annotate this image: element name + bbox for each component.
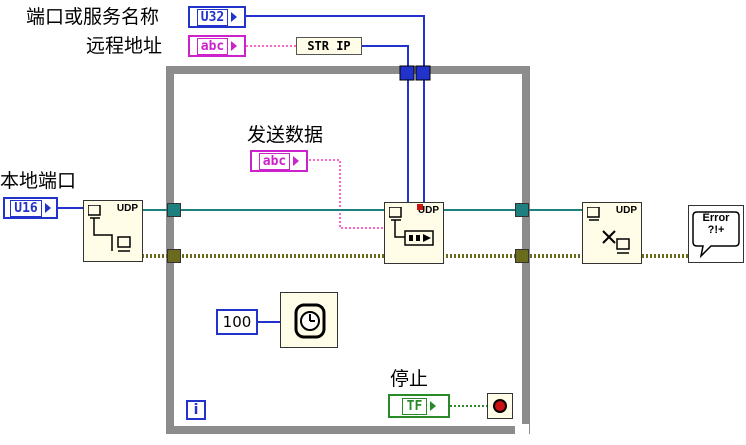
loop-tunnel-ref-in <box>167 203 181 217</box>
while-loop-frame <box>166 66 530 434</box>
terminal-arrow-icon <box>231 41 238 51</box>
terminal-arrow-icon <box>293 156 300 166</box>
stop-label: 停止 <box>390 368 429 390</box>
port-service-terminal[interactable]: U32 <box>188 6 246 28</box>
loop-iteration-terminal: i <box>186 400 206 420</box>
error-handler-node[interactable]: Error ?!+ <box>688 205 744 263</box>
udp-write-icon <box>389 207 434 246</box>
terminal-arrow-icon <box>231 12 238 22</box>
loop-stop-condition[interactable] <box>487 393 513 419</box>
udp-open-node[interactable]: UDP <box>83 200 143 262</box>
loop-tunnel-error-out <box>515 249 529 263</box>
local-port-terminal[interactable]: U16 <box>3 197 58 219</box>
local-port-label: 本地端口 <box>0 170 77 192</box>
loop-tunnel-ref-out <box>515 203 529 217</box>
red-marker-icon <box>417 204 423 210</box>
stopwatch-icon <box>294 303 326 339</box>
port-service-label: 端口或服务名称 <box>26 6 160 28</box>
wait-constant[interactable]: 100 <box>216 309 258 335</box>
udp-close-node[interactable]: UDP <box>582 202 642 264</box>
udp-write-node[interactable]: UDP <box>384 202 444 264</box>
loop-tunnel-error-in <box>167 249 181 263</box>
ip-wire <box>362 45 409 205</box>
stop-terminal[interactable]: TF <box>388 394 450 418</box>
remote-address-label: 远程地址 <box>86 35 163 57</box>
send-data-terminal[interactable]: abc <box>250 150 308 172</box>
udp-open-icon <box>88 205 131 252</box>
udp-close-icon <box>587 207 630 254</box>
error-handler-label: Error ?!+ <box>702 212 730 236</box>
terminal-arrow-icon <box>44 203 51 213</box>
wait-ms-node[interactable] <box>280 292 338 348</box>
error-speech-bubble-icon <box>692 211 740 259</box>
remote-address-terminal[interactable]: abc <box>188 35 246 57</box>
terminal-arrow-icon <box>430 401 437 411</box>
stop-condition-icon <box>493 399 507 413</box>
str-to-ip-function[interactable]: STR IP <box>296 37 362 55</box>
send-data-wire <box>309 159 388 229</box>
send-data-label: 发送数据 <box>247 124 324 146</box>
port-wire <box>246 15 425 205</box>
